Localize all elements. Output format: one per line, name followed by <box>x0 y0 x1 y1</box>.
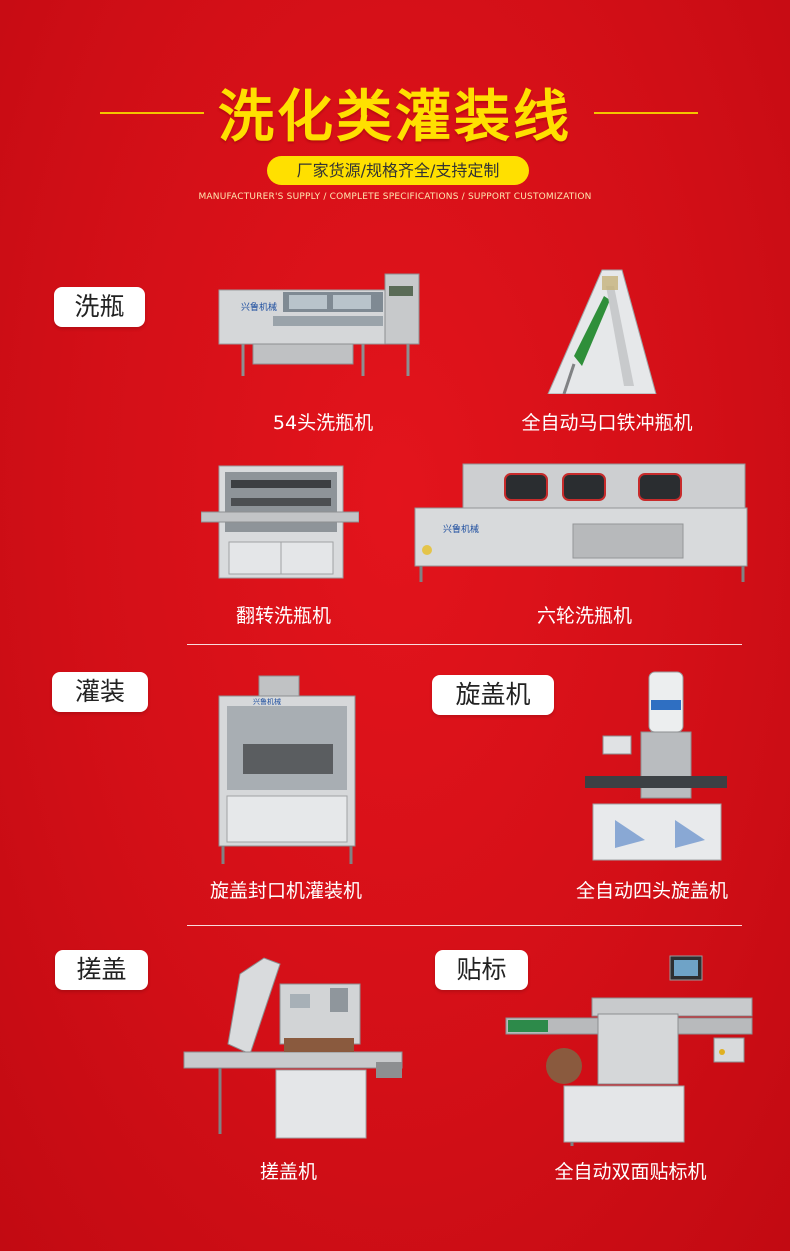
tagline-badge: 厂家货源/规格齐全/支持定制 <box>267 156 529 185</box>
section-tag-labeling: 贴标 <box>435 950 528 990</box>
title-decor-line-left <box>100 112 204 114</box>
product-caption-3: 翻转洗瓶机 <box>235 605 331 627</box>
product-caption-8: 全自动双面贴标机 <box>554 1161 707 1183</box>
page-title: 洗化类灌装线 <box>218 85 572 150</box>
product-image-cap-rubbing-machine <box>180 954 406 1144</box>
brand-logo-text: 兴鲁机械 <box>241 301 277 313</box>
section-tag-filling: 灌装 <box>52 672 148 712</box>
section-tag-washing: 洗瓶 <box>54 287 145 327</box>
product-image-filling-capping-machine: 兴鲁机械 <box>213 674 361 866</box>
product-image-four-head-capper <box>585 670 727 866</box>
product-caption-4: 六轮洗瓶机 <box>536 605 632 627</box>
brand-logo-text: 兴鲁机械 <box>253 697 281 706</box>
product-caption-2: 全自动马口铁冲瓶机 <box>521 412 693 434</box>
product-image-tinplate-rinser <box>544 266 659 394</box>
product-caption-6: 全自动四头旋盖机 <box>575 880 728 902</box>
brand-logo-text: 兴鲁机械 <box>443 523 479 535</box>
product-caption-7: 搓盖机 <box>259 1161 317 1183</box>
product-image-double-side-labeler <box>502 954 754 1146</box>
product-caption-1: 54头洗瓶机 <box>272 412 374 434</box>
english-subtitle: MANUFACTURER'S SUPPLY / COMPLETE SPECIFI… <box>198 192 592 202</box>
page-header: 洗化类灌装线 厂家货源/规格齐全/支持定制 MANUFACTURER'S SUP… <box>0 0 790 215</box>
product-caption-5: 旋盖封口机灌装机 <box>209 880 362 902</box>
section-tag-rubbing: 搓盖 <box>55 950 148 990</box>
product-image-six-wheel-washer: 兴鲁机械 <box>413 462 750 584</box>
product-image-54-head-washer: 兴鲁机械 <box>213 268 423 380</box>
product-image-flip-washer <box>201 462 359 584</box>
section-tag-capping: 旋盖机 <box>432 675 554 715</box>
section-divider-2 <box>187 925 742 926</box>
section-divider-1 <box>187 644 742 645</box>
title-decor-line-right <box>594 112 698 114</box>
